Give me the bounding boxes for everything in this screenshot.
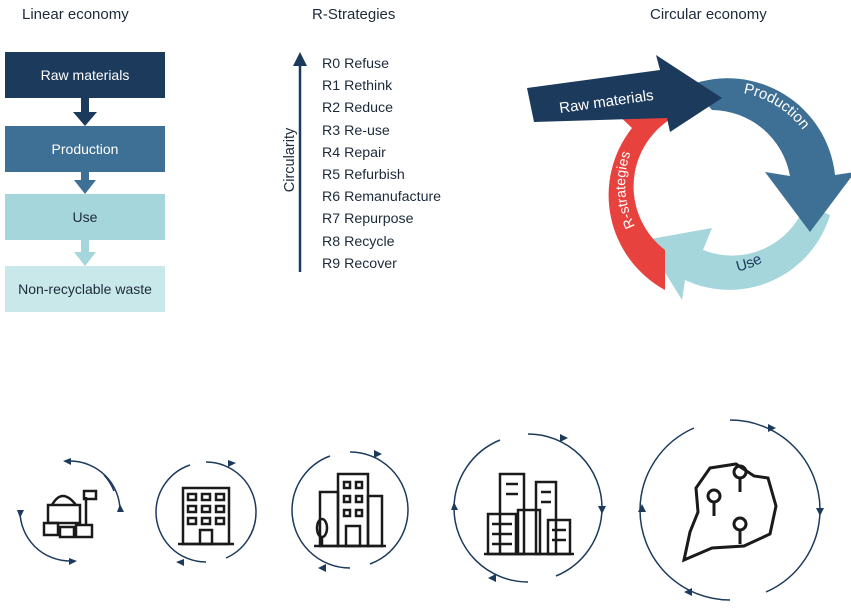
materials-icon xyxy=(42,489,98,539)
scale-cycle-1 xyxy=(17,458,124,565)
circularity-axis-label: Circularity xyxy=(282,127,298,192)
scale-cycle-4 xyxy=(451,433,606,583)
list-item: R3 Re-use xyxy=(322,122,390,139)
scale-cycle-5 xyxy=(638,419,824,601)
linear-use-box: Use xyxy=(5,194,165,240)
use-arrow xyxy=(645,205,830,300)
list-item: R5 Refurbish xyxy=(322,166,405,183)
building-icon xyxy=(178,486,234,546)
linear-waste-box: Non-recyclable waste xyxy=(5,266,165,312)
list-item: R4 Repair xyxy=(322,144,386,161)
circular-economy-title: Circular economy xyxy=(650,6,767,23)
list-item: R6 Remanufacture xyxy=(322,189,442,206)
region-map-icon xyxy=(681,462,778,563)
list-item: R9 Recover xyxy=(322,255,397,272)
circular-economy-diagram: Raw materials Production Use R-strategie… xyxy=(527,55,851,300)
svg-text:Circularity: Circularity xyxy=(282,127,298,192)
arrow-down-icon xyxy=(74,172,96,194)
production-arrow xyxy=(690,78,851,232)
r-strategies-arrow xyxy=(608,68,712,290)
r-strategies-list: R0 Refuse R1 Rethink R2 Reduce R3 Re-use… xyxy=(322,53,441,275)
r-strategies-title: R-Strategies xyxy=(312,6,396,23)
list-item: R2 Reduce xyxy=(322,100,393,117)
arrow-down-icon xyxy=(73,98,97,126)
block-icon xyxy=(314,472,386,548)
circularity-axis-arrow xyxy=(293,52,307,272)
list-item: R7 Repurpose xyxy=(322,211,414,228)
scale-cycle-2 xyxy=(155,460,257,566)
list-item: R8 Recycle xyxy=(322,233,395,250)
raw-materials-arrow xyxy=(527,55,722,132)
arrow-down-icon xyxy=(74,240,96,266)
linear-raw-materials-box: Raw materials xyxy=(5,52,165,98)
scale-cycle-3 xyxy=(291,450,409,572)
list-item: R1 Rethink xyxy=(322,78,393,95)
city-icon xyxy=(484,472,574,556)
linear-economy-title: Linear economy xyxy=(22,6,129,23)
list-item: R0 Refuse xyxy=(322,56,390,72)
linear-production-box: Production xyxy=(5,126,165,172)
